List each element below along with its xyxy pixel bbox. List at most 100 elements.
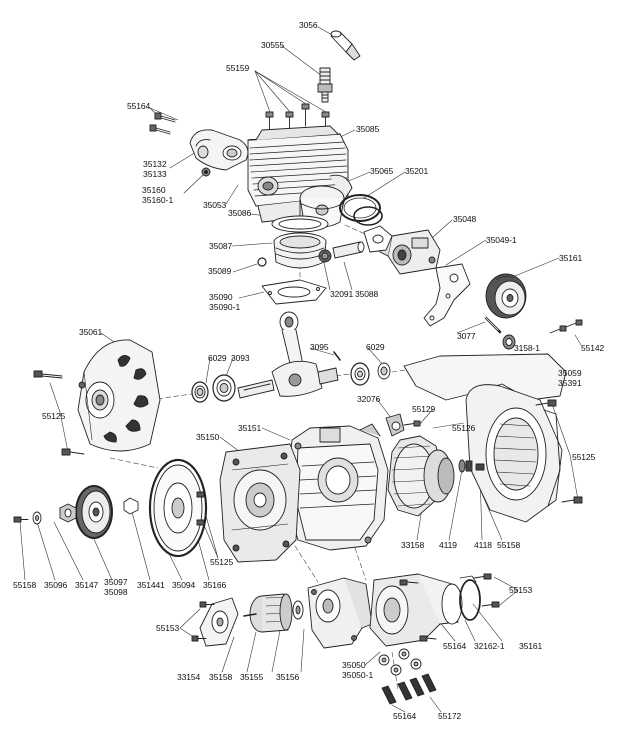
screws-55125-left [33,370,85,456]
part-label-35059-group: 35059 35391 [558,368,582,388]
screw-55158-left [13,516,29,523]
piston-pin-32091 [318,249,332,263]
spark-plug-30555 [317,67,333,103]
part-label-55125-left: 55125 [42,411,66,421]
part-label-35094: 35094 [172,580,196,590]
part-label-35147: 35147 [75,580,99,590]
screws-55125-right [535,399,583,504]
piston-clip-35089 [257,257,267,267]
part-label-35155: 35155 [240,672,264,682]
bearing-6029-right [350,362,391,386]
part-label-3056: 3056 [299,20,318,30]
spring-3158-1 [502,334,516,350]
part-label-32091: 32091 [330,289,354,299]
starter-motor-32162-1 [369,573,463,647]
crankcase-35151 [285,423,389,551]
part-label-35097: 35097 [104,577,128,587]
part-label-55153-right: 55153 [509,585,533,595]
part-label-35166: 35166 [203,580,227,590]
part-label-35156: 35156 [276,672,300,682]
part-label-55158-left: 55158 [13,580,37,590]
part-label-35158: 35158 [209,672,233,682]
part-label-6029-right: 6029 [366,342,385,352]
bearing-3093 [212,374,236,402]
part-label-35133: 35133 [143,168,167,179]
part-label-35150: 35150 [196,432,220,442]
part-label-55125-mid: 55125 [210,557,234,567]
part-label-33158: 33158 [401,540,425,550]
bushings-35050 [378,648,422,676]
part-label-3077: 3077 [457,331,476,341]
part-label-30555: 30555 [261,40,285,50]
part-label-35085: 35085 [356,124,380,134]
part-label-35065: 35065 [370,166,394,176]
carb-gasket [363,225,393,253]
part-label-3093: 3093 [231,353,250,363]
part-label-55129: 55129 [412,404,436,414]
part-label-55126: 55126 [452,423,476,433]
throttle-bracket-35049-1 [423,263,471,327]
part-label-55164-top: 55164 [127,101,151,111]
bolts-55164-55172 [381,673,437,705]
part-label-55158-right: 55158 [497,540,521,550]
crankshaft [237,360,339,399]
part-label-35061: 35061 [79,327,103,337]
part-label-35132: 35132 [143,159,167,169]
part-label-35161-bottom: 35161 [519,641,543,651]
part-label-35097-group: 35097 35098 [104,577,128,597]
part-label-35132-35133: 35132 35133 [143,159,167,179]
starter-pulley-35161 [485,273,527,319]
part-label-55153-left: 55153 [156,623,180,633]
part-label-35090-1: 35090-1 [209,301,241,312]
part-label-35053: 35053 [203,200,227,210]
part-label-55172: 55172 [438,711,462,721]
throttle-link-3077 [483,315,502,334]
part-label-6029-left: 6029 [208,353,227,363]
carburetor-35048 [377,229,441,275]
gasket-35086 [271,215,329,233]
part-label-35050: 35050 [342,660,366,670]
washer-35096 [32,511,42,525]
part-label-35096: 35096 [44,580,68,590]
part-label-35098: 35098 [104,586,128,597]
part-label-35201: 35201 [405,166,429,176]
crankcase-plate-35150 [219,443,301,563]
screw-55158-right [475,463,485,471]
cylinder-liner-35087 [273,232,327,269]
piston-rings-35201 [339,194,383,226]
part-label-32162-1: 32162-1 [474,641,505,651]
part-label-35160-group: 35160 35160-1 [142,185,174,205]
starter-ring-35161 [459,575,481,621]
flywheel-33158 [387,435,455,517]
part-label-35086: 35086 [228,208,252,218]
part-label-35048: 35048 [453,214,477,224]
part-label-35088: 35088 [355,289,379,299]
part-label-32076: 32076 [357,394,381,404]
part-label-33154: 33154 [177,672,201,682]
part-label-35160-1: 35160-1 [142,194,174,205]
starter-rotor-35158 [243,593,293,633]
starter-housing-35156 [307,577,373,649]
nut-4118 [465,460,473,472]
part-label-35059: 35059 [558,368,582,378]
ring-gear-35166 [148,458,208,558]
screw-55129 [403,420,421,427]
part-label-3158-1: 3158-1 [514,343,540,353]
pin-3095 [333,351,341,361]
screws-55153-left [191,601,215,642]
part-label-55164-low: 55164 [393,711,417,721]
part-label-35050-1: 35050-1 [342,669,374,680]
bearing-6029-left [191,381,209,403]
screws-55153-right [473,573,500,608]
part-label-35087: 35087 [209,241,233,251]
screws-55142 [549,319,583,334]
part-label-35151: 35151 [238,423,262,433]
part-label-35090-group: 35090 35090-1 [209,292,241,312]
screw-35160 [201,167,211,177]
screws-55164-bottom [399,579,437,642]
rear-housing-35059 [403,353,567,523]
part-label-4119: 4119 [439,540,457,550]
part-label-55164-bottom: 55164 [443,641,467,651]
nut-35147 [59,503,77,523]
